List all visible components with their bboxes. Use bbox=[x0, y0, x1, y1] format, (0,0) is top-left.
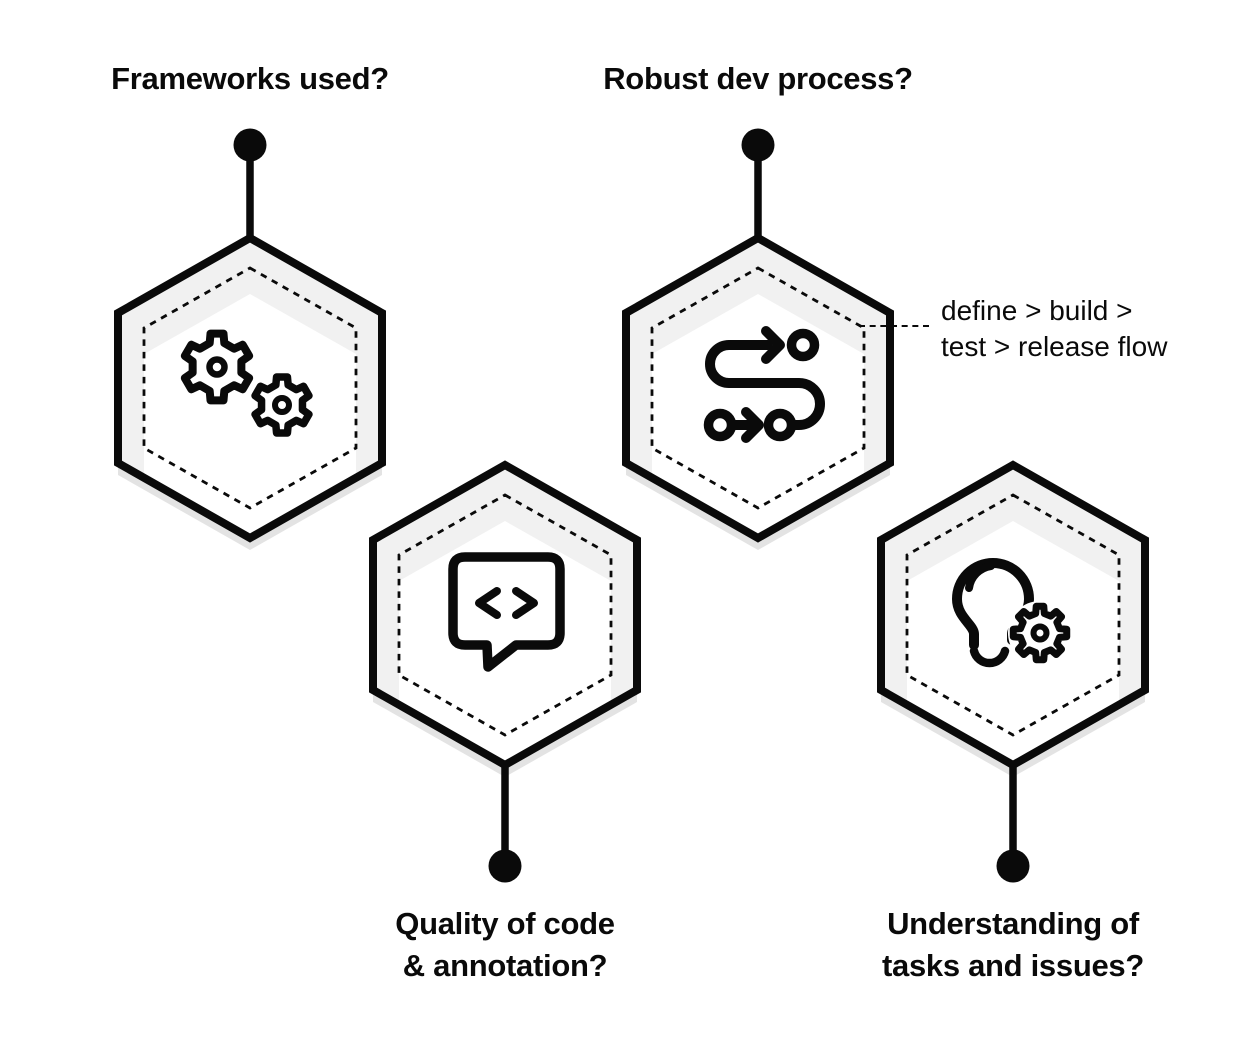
code-bracket-right bbox=[512, 587, 538, 619]
bulb-gear-icon bbox=[952, 558, 1072, 668]
label-line-2: tasks and issues? bbox=[882, 948, 1144, 983]
label-code-quality: Quality of code & annotation? bbox=[255, 903, 755, 987]
hexagon-border bbox=[369, 460, 641, 770]
hexagon-border bbox=[114, 233, 386, 543]
bulb-highlight bbox=[965, 562, 995, 592]
annotation-line-2: test > release flow bbox=[941, 331, 1168, 362]
hexagon-dotted-border bbox=[142, 266, 358, 510]
label-frameworks: Frameworks used? bbox=[111, 61, 389, 96]
label-line-2: & annotation? bbox=[402, 948, 608, 983]
hexagon-code-quality bbox=[369, 460, 641, 883]
label-line-1: Quality of code bbox=[395, 906, 615, 941]
label-line-1: Understanding of bbox=[887, 906, 1139, 941]
annotation-line-1: define > build > bbox=[941, 295, 1133, 326]
hexagon-understanding bbox=[877, 460, 1149, 883]
annotation-dev-process: define > build > test > release flow bbox=[941, 293, 1167, 365]
label-understanding: Understanding of tasks and issues? bbox=[763, 903, 1260, 987]
gears-icon bbox=[180, 329, 313, 437]
flow-path-icon bbox=[703, 326, 825, 443]
connector-dot bbox=[488, 849, 522, 883]
label-dev-process: Robust dev process? bbox=[603, 61, 913, 96]
hexagon-dotted-border bbox=[905, 493, 1121, 737]
code-bracket-left bbox=[475, 587, 501, 619]
bulb-base bbox=[969, 646, 1010, 668]
hexagon-dotted-border bbox=[397, 493, 613, 737]
connector-dot bbox=[996, 849, 1030, 883]
hexagon-frameworks bbox=[114, 128, 386, 550]
hexagon-dev-process bbox=[622, 128, 894, 550]
code-comment-icon bbox=[448, 552, 565, 672]
small-gear bbox=[1009, 602, 1071, 664]
hexagon-border bbox=[622, 233, 894, 543]
annotation-leader-line bbox=[859, 325, 929, 327]
hexagon-border bbox=[877, 460, 1149, 770]
hexagon-dotted-border bbox=[650, 266, 866, 510]
